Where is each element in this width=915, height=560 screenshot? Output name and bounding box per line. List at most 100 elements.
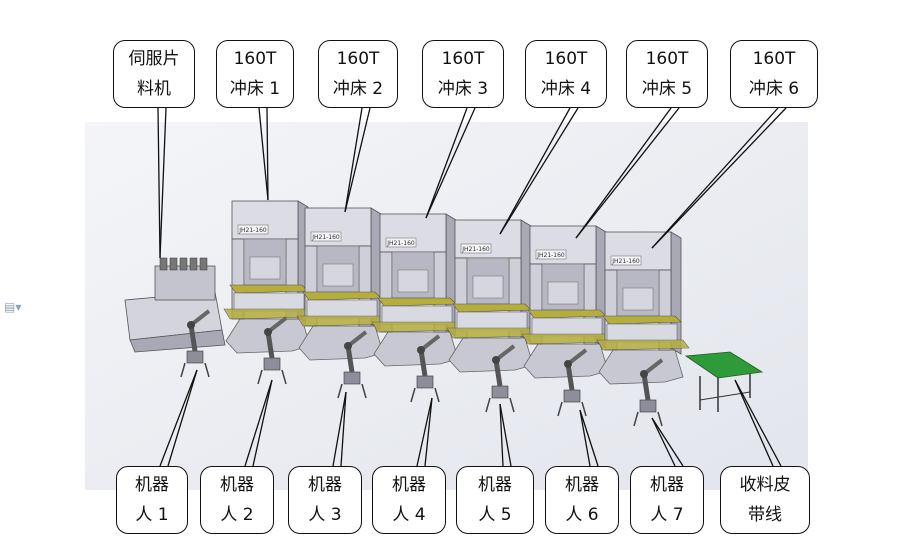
callout-line: 机器 [220, 475, 254, 495]
robot-leg [281, 369, 287, 385]
robot-joint [640, 370, 648, 378]
press-slide [547, 281, 579, 305]
callout-robot-2: 机器人 2 [200, 466, 274, 534]
press-slide [472, 275, 504, 299]
callout-robot-6: 机器人 6 [545, 466, 619, 534]
press-bed [531, 317, 603, 337]
feeder-motor [159, 257, 168, 271]
robot-base [639, 399, 657, 413]
callout-line: 人 3 [308, 505, 342, 525]
callout-line: 冲床 2 [332, 79, 384, 99]
press-nameplate [610, 255, 642, 266]
robot-lower-arm [493, 359, 503, 387]
callout-line: 带线 [748, 505, 782, 525]
feeder-motor [189, 257, 198, 271]
press-nameplate-text: JH21-160 [311, 234, 340, 241]
press-bed [306, 299, 378, 319]
feeder-motor [179, 257, 188, 271]
press-slide [322, 263, 354, 287]
callout-line: 160T [336, 49, 380, 69]
leader-line [244, 379, 273, 467]
press-nameplate [460, 243, 492, 254]
leader-line [651, 107, 787, 249]
callout-line: 冲床 6 [748, 79, 800, 99]
press-bolster [602, 315, 682, 325]
robot-joint [492, 356, 500, 364]
callout-line: 冲床 5 [641, 79, 693, 99]
robot-arm-6 [557, 348, 588, 417]
leader-line [575, 107, 672, 239]
robot-base [416, 375, 434, 389]
press-machines: JH21-160JH21-160JH21-160JH21-160JH21-160… [223, 200, 690, 385]
robot-arm-3 [337, 330, 368, 399]
leader-line [499, 403, 504, 467]
callout-conveyor: 收料皮带线 [720, 466, 810, 534]
robot-lower-arm [345, 345, 355, 373]
callout-line: 160T [441, 49, 485, 69]
callout-line: 人 6 [565, 505, 599, 525]
robot-joint [344, 342, 352, 350]
callout-line: 人 1 [135, 505, 169, 525]
robot-base [343, 371, 361, 385]
robot-base [186, 350, 204, 364]
leader-line [252, 379, 273, 467]
leader-line [159, 107, 167, 259]
robot-leg [434, 387, 440, 403]
press-slide [249, 256, 281, 280]
leader-line [332, 391, 347, 467]
robot-lower-arm [418, 349, 428, 377]
leader-line [157, 107, 161, 259]
robot-leg [485, 397, 491, 413]
callout-line: 伺服片 [128, 49, 180, 69]
robot-joint [564, 360, 572, 368]
press-nameplate-text: JH21-160 [238, 227, 267, 234]
robot-arm-7 [633, 358, 664, 427]
robot-base [491, 385, 509, 399]
leader-line [734, 379, 782, 467]
robot-base [263, 357, 281, 371]
press-slide [397, 269, 429, 293]
press-lower-rail [596, 339, 690, 351]
callout-robot-3: 机器人 3 [288, 466, 362, 534]
leader-line [167, 369, 198, 467]
press-machine-5: JH21-160 [521, 225, 615, 379]
leader-line [651, 417, 676, 467]
robot-leg [557, 401, 563, 417]
robot-joint [187, 321, 195, 329]
feeder-motor [199, 257, 208, 271]
press-machine-3: JH21-160 [371, 213, 465, 367]
callout-line: 料机 [137, 79, 171, 99]
leader-line [734, 379, 774, 467]
robot-arm-2 [257, 316, 288, 385]
leader-line [344, 107, 371, 213]
leader-line [344, 107, 363, 213]
robot-leg [361, 383, 367, 399]
robot-base [563, 389, 581, 403]
press-bed [381, 305, 453, 325]
callout-leader-lines [157, 107, 787, 467]
press-base [598, 349, 684, 385]
robot-arm-5 [485, 344, 516, 413]
callout-line: 冲床 1 [229, 79, 281, 99]
callout-line: 机器 [135, 475, 169, 495]
robot-arm-4 [410, 334, 441, 403]
press-nameplate [385, 237, 417, 248]
callout-line: 人 5 [478, 505, 512, 525]
press-machine-2: JH21-160 [296, 207, 390, 361]
robot-leg [657, 411, 663, 427]
press-machine-4: JH21-160 [446, 219, 540, 373]
callout-line: 人 7 [650, 505, 684, 525]
leader-line [579, 409, 591, 467]
press-nameplate [310, 231, 342, 242]
callout-robot-4: 机器人 4 [372, 466, 446, 534]
robot-leg [633, 411, 639, 427]
robot-leg [410, 387, 416, 403]
document-icon: ▤▾ [4, 300, 22, 314]
callout-line: 160T [544, 49, 588, 69]
robot-leg [337, 383, 343, 399]
press-bed [233, 292, 305, 312]
